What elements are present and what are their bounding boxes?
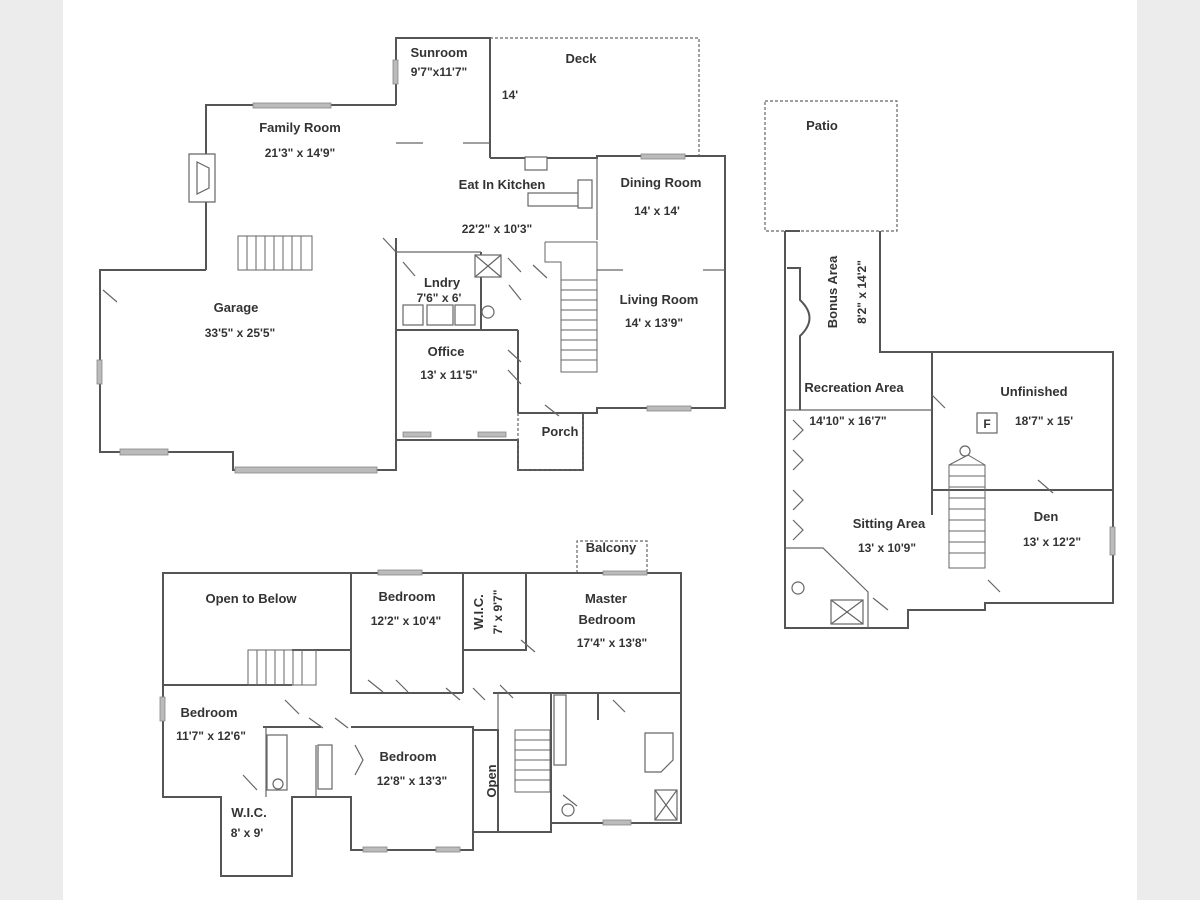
laundry-label: Lndry [424, 275, 461, 290]
family-room-walls [205, 104, 396, 270]
bedroom-4-label: Bedroom [379, 749, 436, 764]
main-floor-plan [96, 37, 726, 474]
upper-floor-plan [159, 540, 682, 877]
garage-stairs [237, 235, 313, 271]
bonus-area-size: 8'2" x 14'2" [855, 260, 869, 324]
lower-level-plan [764, 100, 1116, 629]
office-label: Office [428, 344, 465, 359]
kitchen-sink-icon [524, 156, 548, 171]
master-wic-size: 7' x 9'7" [491, 590, 505, 635]
toilet-icon [272, 778, 284, 790]
garage-walls [99, 238, 397, 471]
window [377, 569, 423, 576]
patio-outline [764, 100, 898, 232]
bathtub-icon [266, 734, 288, 791]
unfinished-label: Unfinished [1000, 384, 1067, 399]
bedroom-4-size: 12'8" x 13'3" [377, 774, 447, 788]
kitchen-island [527, 192, 581, 207]
den-size: 13' x 12'2" [1023, 535, 1081, 549]
sunroom-size: 9'7"x11'7" [411, 65, 467, 79]
family-room-size: 21'3" x 14'9" [265, 146, 335, 160]
family-room-label: Family Room [259, 120, 341, 135]
furnace-box [976, 412, 998, 434]
dining-room-label: Dining Room [621, 175, 702, 190]
balcony-label: Balcony [586, 540, 637, 555]
dining-room-size: 14' x 14' [634, 204, 680, 218]
deck-label: Deck [565, 51, 597, 66]
kitchen-size: 22'2" x 10'3" [462, 222, 532, 236]
open-to-below-label: Open to Below [206, 591, 298, 606]
floor-plan-sheet: Sunroom 9'7"x11'7" Deck 14' Family Room … [63, 0, 1137, 900]
lower-level-walls [784, 231, 1114, 629]
recreation-area-size: 14'10" x 16'7" [809, 414, 886, 428]
deck-size: 14' [502, 88, 518, 102]
master-bedroom-size: 17'4" x 13'8" [577, 636, 647, 650]
bedroom-3-size: 11'7" x 12'6" [176, 729, 246, 743]
balcony-outline [576, 540, 648, 573]
master-wic-label: W.I.C. [471, 594, 486, 629]
master-bedroom-label-line1: Master [585, 591, 627, 606]
porch-outline [517, 413, 584, 471]
open-stairwell [514, 729, 551, 793]
lower-staircase [948, 464, 986, 569]
bonus-area-label: Bonus Area [825, 255, 840, 328]
patio-label: Patio [806, 118, 838, 133]
toilet-icon [481, 305, 495, 319]
garage-label: Garage [214, 300, 259, 315]
fireplace-icon [188, 153, 216, 203]
bedroom-wic-size: 8' x 9' [231, 826, 264, 840]
bedroom-3-label: Bedroom [180, 705, 237, 720]
toilet-icon [561, 803, 575, 817]
den-label: Den [1034, 509, 1059, 524]
bedroom-wic-label: W.I.C. [231, 805, 266, 820]
bathtub-icon [644, 732, 674, 773]
sitting-area-size: 13' x 10'9" [858, 541, 916, 555]
office-size: 13' x 11'5" [420, 368, 477, 382]
living-room-size: 14' x 13'9" [625, 316, 683, 330]
sunroom-label: Sunroom [410, 45, 467, 60]
unfinished-size: 18'7" x 15' [1015, 414, 1073, 428]
kitchen-label: Eat In Kitchen [459, 177, 546, 192]
floor-plan-drawing: Sunroom 9'7"x11'7" Deck 14' Family Room … [96, 37, 1116, 877]
toilet-icon [791, 581, 805, 595]
upper-floor-walls [162, 572, 682, 877]
sitting-area-label: Sitting Area [853, 516, 926, 531]
porch-label: Porch [542, 424, 579, 439]
furnace-label: F [983, 417, 990, 431]
bedroom-2-size: 12'2" x 10'4" [371, 614, 441, 628]
upper-staircase [247, 649, 317, 686]
recreation-area-label: Recreation Area [804, 380, 904, 395]
water-heater-icon [959, 445, 971, 457]
laundry-size: 7'6" x 6' [417, 291, 462, 305]
window [252, 102, 332, 109]
open-label: Open [484, 764, 499, 797]
living-room-label: Living Room [620, 292, 699, 307]
main-staircase [560, 279, 598, 373]
master-bedroom-label-line2: Bedroom [578, 612, 635, 627]
stove-icon [577, 179, 593, 209]
bedroom-2-label: Bedroom [378, 589, 435, 604]
garage-size: 33'5" x 25'5" [205, 326, 275, 340]
